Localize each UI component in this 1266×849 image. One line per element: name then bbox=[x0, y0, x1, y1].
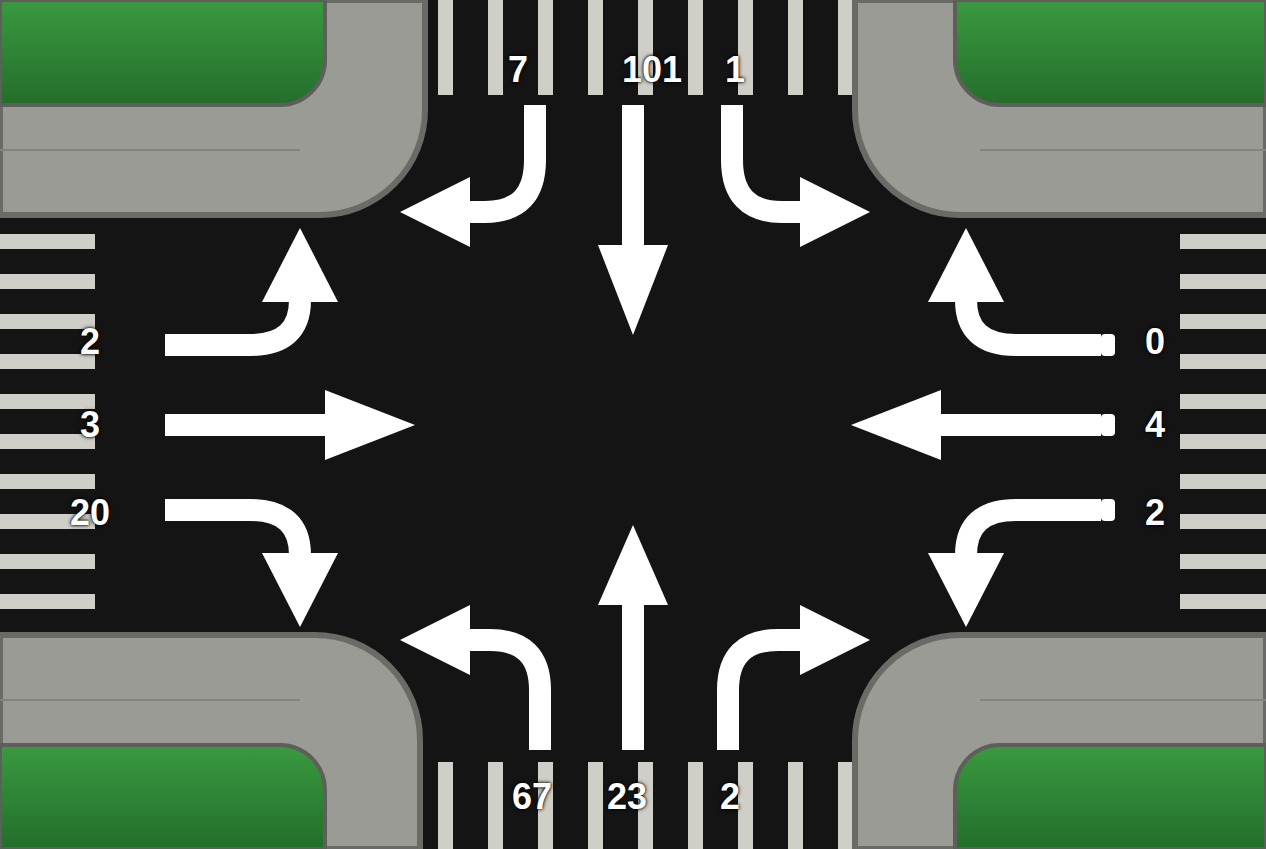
arrow-shafts bbox=[165, 105, 1101, 750]
turning-count: 2 bbox=[1145, 495, 1165, 531]
turning-count: 0 bbox=[1145, 324, 1165, 360]
crosswalk bbox=[430, 0, 855, 95]
crosswalk bbox=[410, 762, 855, 849]
crosswalk bbox=[1180, 228, 1266, 633]
turning-count: 7 bbox=[508, 52, 528, 88]
turning-count: 2 bbox=[720, 779, 740, 815]
turning-count: 2 bbox=[80, 324, 100, 360]
turning-count: 101 bbox=[622, 52, 682, 88]
turning-count: 3 bbox=[80, 407, 100, 443]
turning-count: 23 bbox=[607, 779, 647, 815]
shaft-caps bbox=[1101, 334, 1115, 521]
turning-count: 1 bbox=[725, 52, 745, 88]
arrow-heads bbox=[262, 177, 1004, 675]
turning-count: 67 bbox=[512, 779, 552, 815]
turning-count: 4 bbox=[1145, 407, 1165, 443]
turning-count: 20 bbox=[70, 495, 110, 531]
